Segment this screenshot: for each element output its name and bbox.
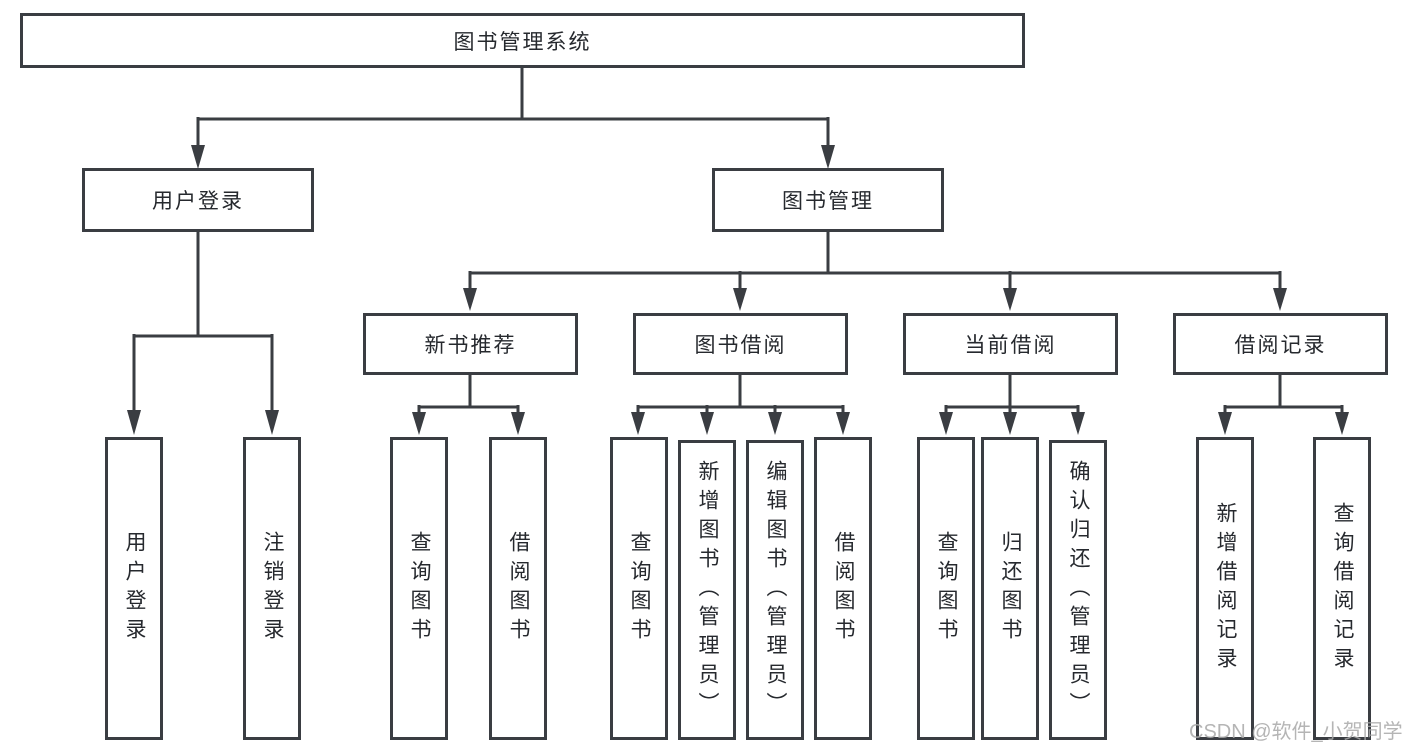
- node-new-book-recommend: 新书推荐: [363, 313, 578, 375]
- connector-user-login-children: [127, 232, 279, 435]
- connector-borrowing-children: [631, 375, 850, 435]
- node-book-borrowing: 图书借阅: [633, 313, 848, 375]
- connector-recommend-children: [412, 375, 525, 435]
- leaf-current-query-books: 查询图书: [917, 437, 975, 740]
- leaf-records-add-borrow-record: 新增借阅记录: [1196, 437, 1254, 740]
- node-borrowing-records: 借阅记录: [1173, 313, 1388, 375]
- node-book-management: 图书管理: [712, 168, 944, 232]
- leaf-current-confirm-return-admin: 确认归还（管理员）: [1049, 440, 1107, 740]
- connector-records-children: [1218, 375, 1349, 435]
- connector-root-to-level2: [191, 68, 835, 169]
- connector-book-management-sections: [463, 232, 1287, 311]
- leaf-recommend-borrow-books: 借阅图书: [489, 437, 547, 740]
- leaf-current-return-books: 归还图书: [981, 437, 1039, 740]
- node-current-borrowing: 当前借阅: [903, 313, 1118, 375]
- csdn-watermark: CSDN @软件_小贺同学: [1189, 721, 1403, 743]
- node-library-management-system: 图书管理系统: [20, 13, 1025, 68]
- node-user-login: 用户登录: [82, 168, 314, 232]
- leaf-borrowing-query-books: 查询图书: [610, 437, 668, 740]
- leaf-logout: 注销登录: [243, 437, 301, 740]
- leaf-borrowing-borrow-books: 借阅图书: [814, 437, 872, 740]
- leaf-recommend-query-books: 查询图书: [390, 437, 448, 740]
- leaf-user-login: 用户登录: [105, 437, 163, 740]
- connector-current-children: [939, 375, 1085, 435]
- leaf-borrowing-edit-books-admin: 编辑图书（管理员）: [746, 440, 804, 740]
- leaf-borrowing-add-books-admin: 新增图书（管理员）: [678, 440, 736, 740]
- leaf-records-query-borrow-record: 查询借阅记录: [1313, 437, 1371, 740]
